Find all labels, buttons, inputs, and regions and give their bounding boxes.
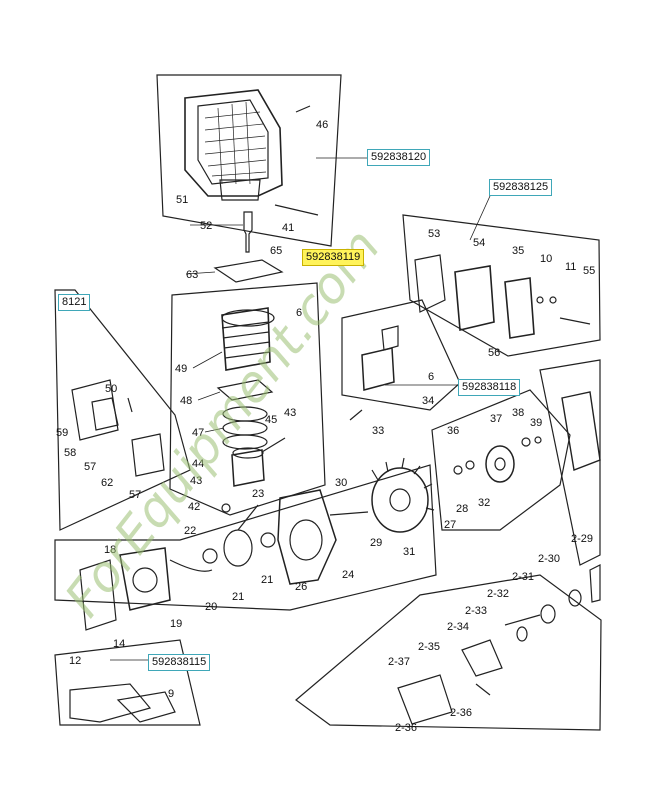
part-label: 56 — [488, 347, 500, 359]
part-label: 42 — [188, 501, 200, 513]
part-label: 9 — [168, 688, 174, 700]
muffler — [414, 254, 591, 339]
part-label: 43 — [284, 407, 296, 419]
callout-crankcase: 592838115 — [148, 654, 211, 671]
callout-air-filter: 592838118 — [458, 379, 521, 396]
part-label: 2-33 — [465, 605, 487, 617]
part-label: 19 — [170, 618, 182, 630]
part-label: 2-30 — [538, 553, 560, 565]
cylinder — [221, 307, 275, 371]
part-label: 46 — [316, 119, 328, 131]
part-label: 39 — [530, 417, 542, 429]
part-label: 65 — [270, 245, 282, 257]
part-label: 26 — [295, 581, 307, 593]
part-label: 2-32 — [487, 588, 509, 600]
part-label: 50 — [105, 383, 117, 395]
part-label: 24 — [342, 569, 354, 581]
part-label: 10 — [540, 253, 552, 265]
panel-crankcase — [54, 464, 437, 611]
part-label: 6 — [296, 307, 302, 319]
callout-cylinder: 592838119 — [302, 249, 365, 266]
part-label: 2-29 — [571, 533, 593, 545]
part-label: 11 — [565, 261, 576, 273]
part-label: 29 — [370, 537, 382, 549]
part-label: 48 — [180, 395, 192, 407]
part-label: 21 — [261, 574, 273, 586]
part-label: 45 — [265, 414, 277, 426]
spark-plug — [243, 211, 253, 253]
part-label: 28 — [456, 503, 468, 515]
part-label: 2-35 — [418, 641, 440, 653]
part-label: 21 — [232, 591, 244, 603]
part-label: 47 — [192, 427, 204, 439]
panel-muffler — [402, 214, 601, 357]
part-label: 30 — [335, 477, 347, 489]
panel-engine-cover — [156, 74, 342, 247]
part-label: 36 — [447, 425, 459, 437]
part-label: 18 — [104, 544, 116, 556]
part-label: 2-37 — [388, 656, 410, 668]
part-label: 14 — [113, 638, 125, 650]
engine-cover-shape — [184, 89, 283, 197]
cylinder-gasket — [213, 259, 284, 283]
part-label: 54 — [473, 237, 485, 249]
air-filter — [349, 325, 399, 421]
piston — [231, 449, 265, 487]
part-label: 31 — [403, 546, 415, 558]
part-label: 6 — [428, 371, 434, 383]
part-label: 37 — [490, 413, 502, 425]
part-label: 52 — [200, 220, 212, 232]
clutch — [453, 436, 542, 483]
part-label: 63 — [186, 269, 198, 281]
callout-left-assembly: 8121 — [58, 294, 91, 311]
panel-cylinder — [169, 282, 326, 516]
part-label: 35 — [512, 245, 524, 257]
part-label: 57 — [84, 461, 96, 473]
part-label: 53 — [428, 228, 440, 240]
part-label: 27 — [444, 519, 456, 531]
part-label: 32 — [478, 497, 490, 509]
callout-muffler: 592838125 — [489, 179, 553, 196]
part-label: 58 — [64, 447, 76, 459]
part-label: 59 — [56, 427, 68, 439]
part-label: 34 — [422, 395, 434, 407]
part-label: 43 — [190, 475, 202, 487]
crankshaft — [202, 503, 276, 567]
part-label: 2-36 — [395, 722, 417, 734]
watermark: ForEquipment.com — [54, 218, 392, 627]
part-label: 12 — [69, 655, 81, 667]
part-label: 20 — [205, 601, 217, 613]
panel-left — [54, 289, 191, 531]
part-label: 44 — [192, 458, 204, 470]
part-label: 41 — [282, 222, 294, 234]
part-label: 2-36 — [450, 707, 472, 719]
shaft-parts — [397, 564, 601, 725]
crankcase — [277, 489, 369, 585]
part-label: 22 — [184, 525, 196, 537]
part-label: 33 — [372, 425, 384, 437]
part-label: 2-31 — [512, 571, 534, 583]
panel-bottom — [54, 639, 201, 726]
panel-shaft — [295, 574, 602, 731]
part-label: 51 — [176, 194, 188, 206]
part-label: 57 — [129, 489, 141, 501]
part-label: 62 — [101, 477, 113, 489]
part-label: 23 — [252, 488, 264, 500]
flywheel — [371, 457, 435, 533]
panel-clutch — [431, 389, 571, 531]
part-label: 55 — [583, 265, 595, 277]
part-label: 38 — [512, 407, 524, 419]
panel-filter — [341, 299, 461, 411]
panel-right-flywheel — [539, 359, 601, 566]
part-label: 2-34 — [447, 621, 469, 633]
starter — [79, 547, 213, 631]
callout-engine-cover: 592838120 — [367, 149, 431, 166]
part-label: 49 — [175, 363, 187, 375]
